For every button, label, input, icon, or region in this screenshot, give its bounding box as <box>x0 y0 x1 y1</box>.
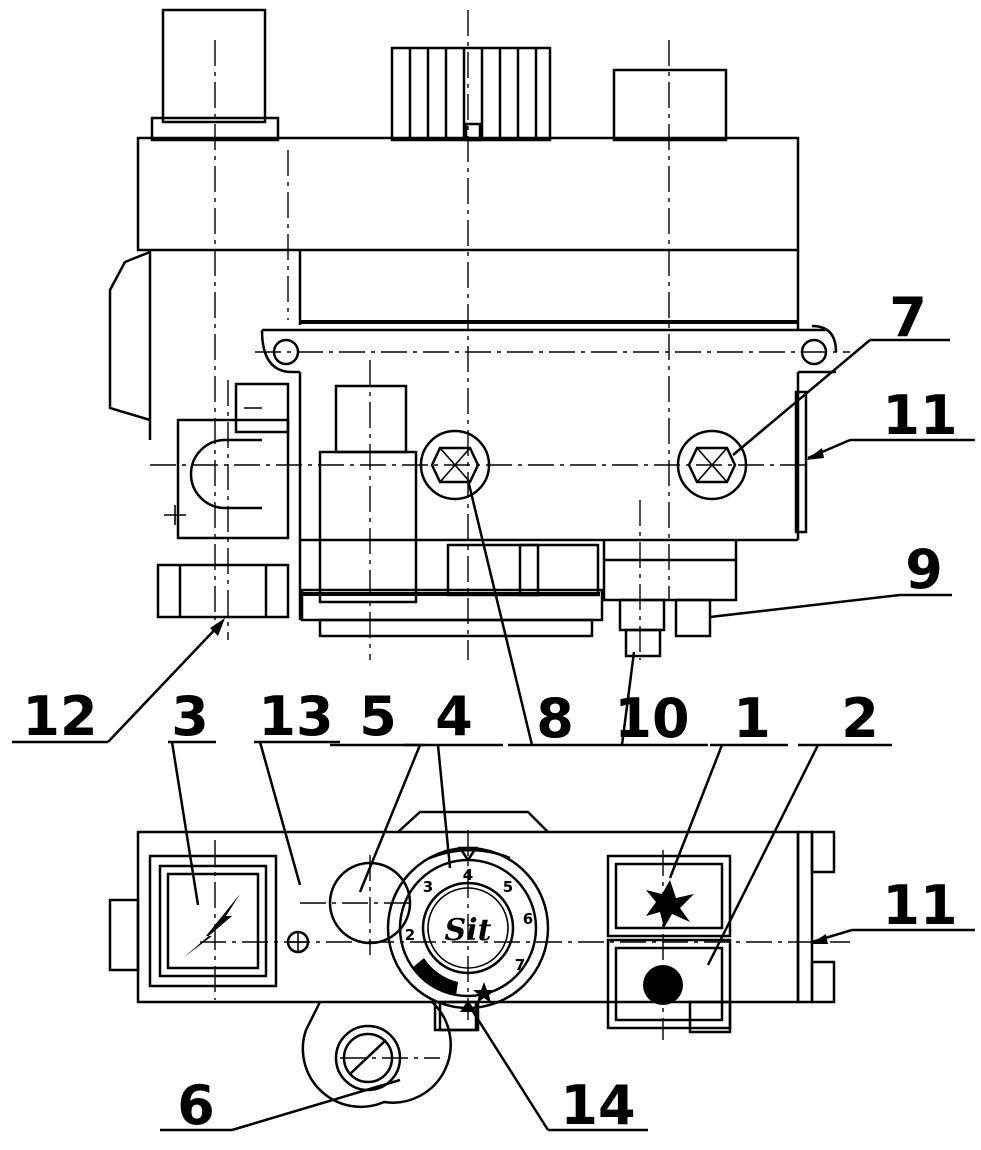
ribbed-knob <box>390 46 552 142</box>
callout-11-bottom: 11 <box>882 874 957 937</box>
callout-leaders <box>12 338 975 1132</box>
off-button <box>606 938 732 1030</box>
callout-4: 4 <box>435 685 473 748</box>
callout-14: 14 <box>560 1074 635 1137</box>
pilot-button <box>606 854 732 938</box>
dial-number-7: 7 <box>515 956 525 974</box>
dial-number-6: 6 <box>523 910 533 928</box>
callout-labels: 7 11 9 12 3 13 5 4 8 10 1 2 11 6 14 <box>22 286 957 1137</box>
callout-11-top: 11 <box>882 384 957 447</box>
callout-1: 1 <box>733 687 771 750</box>
callout-13: 13 <box>258 685 333 748</box>
dial-star-icon <box>473 982 495 1003</box>
lightning-icon <box>183 894 240 958</box>
callout-3: 3 <box>171 685 209 748</box>
callout-6: 6 <box>177 1074 215 1137</box>
callout-2: 2 <box>841 687 879 750</box>
callout-12: 12 <box>22 685 97 748</box>
callout-10: 10 <box>614 687 689 750</box>
ignition-button <box>148 854 278 988</box>
dial-number-3: 3 <box>423 878 433 896</box>
valve-top-plan: Sit 1 2 3 4 5 6 7 <box>108 810 850 1109</box>
dial-number-5: 5 <box>503 878 513 896</box>
callout-7: 7 <box>889 286 927 349</box>
valve-side-elevation <box>108 8 850 660</box>
dial-number-1: 1 <box>425 966 435 984</box>
callout-5: 5 <box>359 685 397 748</box>
callout-9: 9 <box>905 538 943 601</box>
star-icon <box>646 880 694 928</box>
dial-number-2: 2 <box>405 926 415 944</box>
callout-8: 8 <box>536 687 574 750</box>
